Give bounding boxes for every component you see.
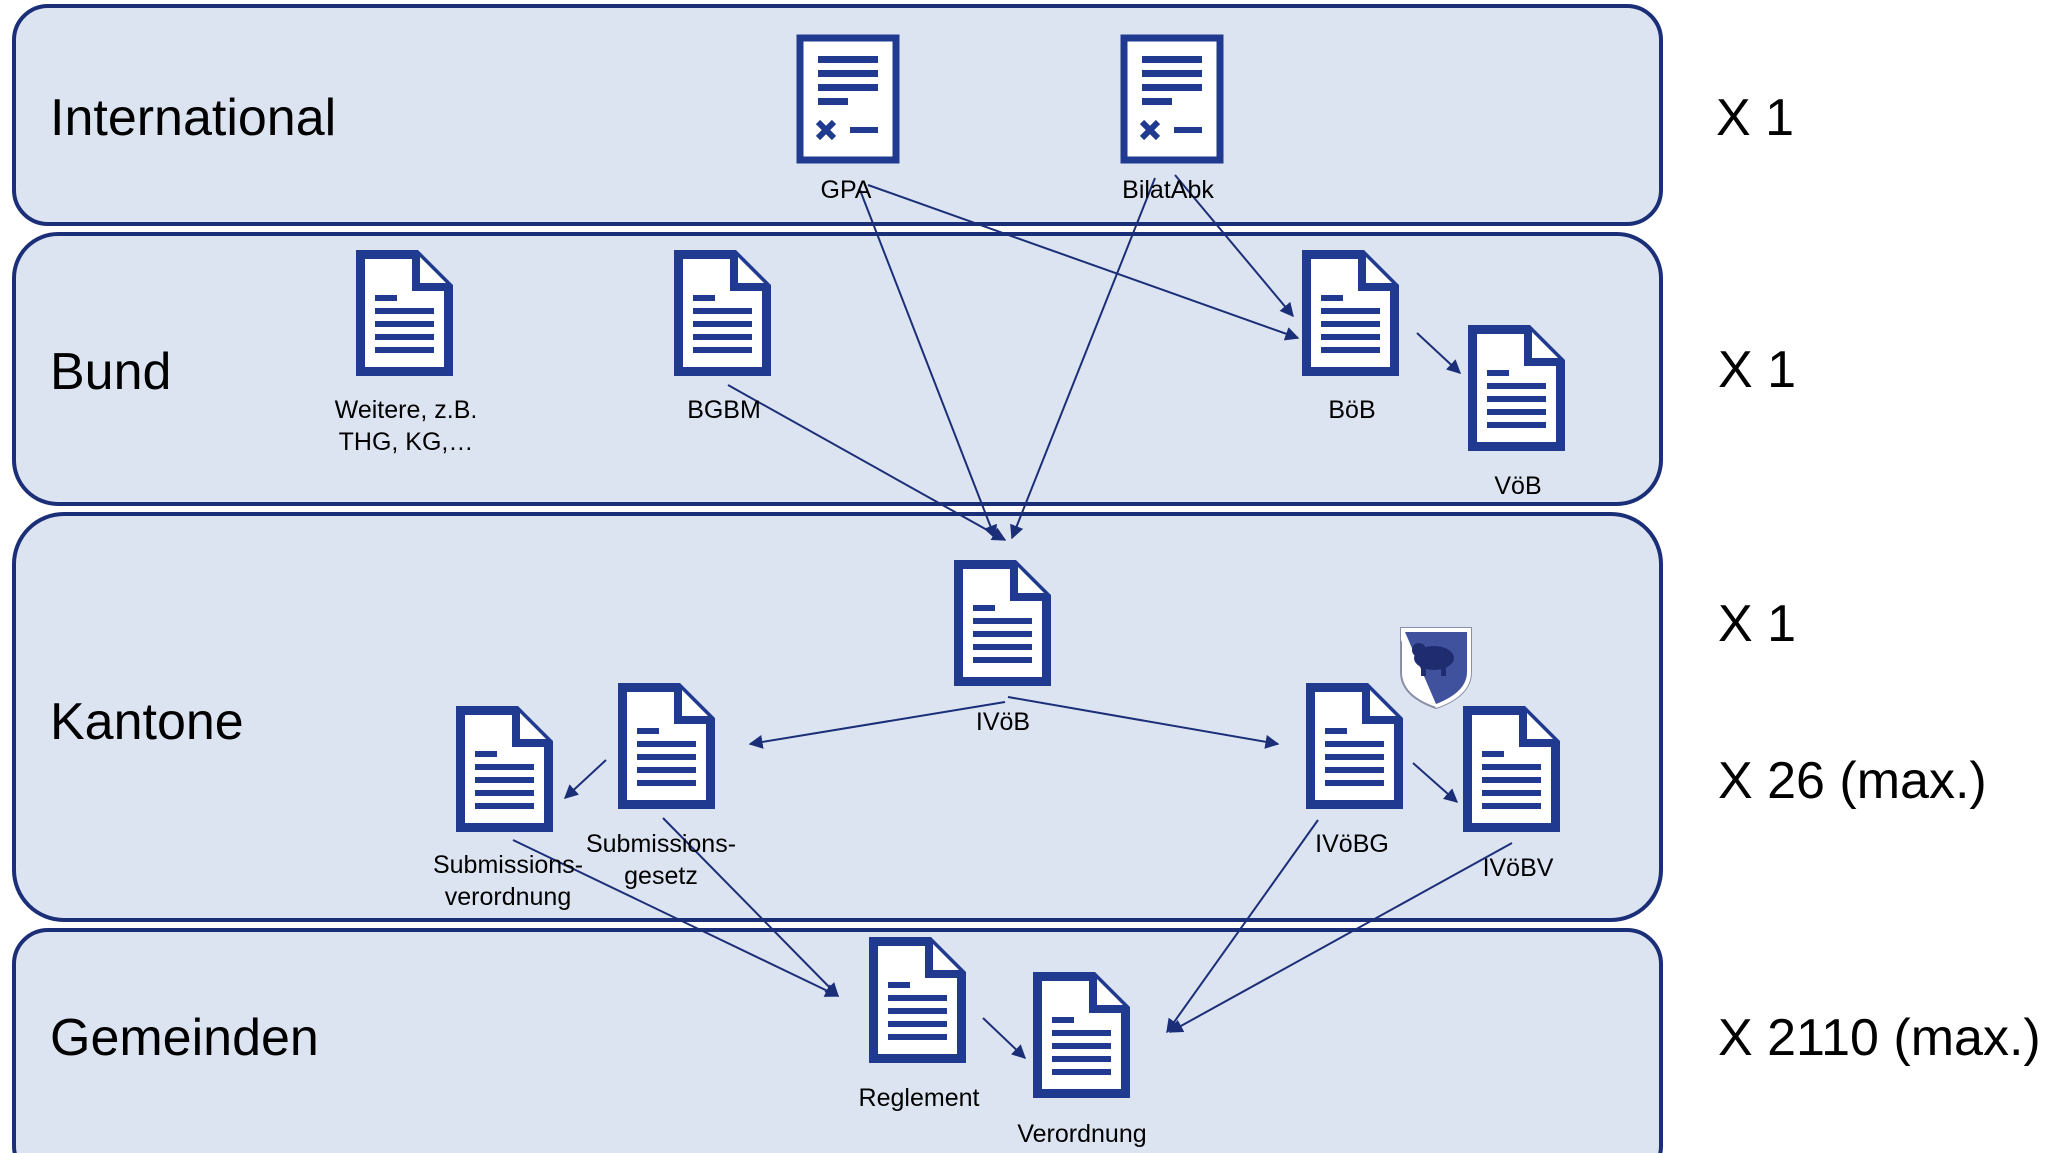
- arrow-bgbm-ivoeb: [727, 384, 1007, 541]
- arrow-boeb-voeb: [1416, 332, 1462, 374]
- label-voeb: VöB: [1494, 472, 1542, 500]
- level-label-kantone: Kantone: [50, 693, 244, 751]
- bern-coat-of-arms-icon: [1400, 627, 1472, 710]
- document-icon: [1306, 683, 1403, 809]
- arrow-subg-subv: [563, 759, 607, 799]
- documents: [356, 250, 1565, 1098]
- level-label-gemeinden: Gemeinden: [50, 1009, 319, 1067]
- label-boeb: BöB: [1328, 396, 1376, 424]
- count-gemeinden-max: X 2110 (max.): [1718, 1009, 2041, 1067]
- count-international: X 1: [1716, 89, 1795, 147]
- document-icon: [1468, 325, 1565, 451]
- arrows: [512, 174, 1513, 1059]
- document-icon: [456, 706, 553, 832]
- label-ivoeb: IVöB: [975, 708, 1031, 736]
- label-bilatabk: BilatAbk: [1122, 176, 1214, 204]
- arrow-subg-reglement: [662, 817, 839, 997]
- treaty-document-icon: [796, 34, 900, 164]
- label-ivoebv: IVöBV: [1482, 854, 1554, 882]
- label-subv-line1: Submissions-: [432, 851, 584, 879]
- arrow-ivoeb-ivoebg: [1007, 696, 1280, 749]
- label-bgbm: BGBM: [687, 396, 761, 424]
- arrow-ivoebg-ivoebv: [1412, 762, 1459, 803]
- label-subg: Submissions- gesetz: [586, 828, 736, 892]
- document-icon: [356, 250, 453, 376]
- count-kantone-max: X 26 (max.): [1718, 752, 1987, 810]
- label-weitere-line1: Weitere, z.B.: [334, 396, 478, 424]
- label-weitere: Weitere, z.B. THG, KG,…: [335, 394, 478, 458]
- arrow-gpa-boeb: [867, 184, 1300, 341]
- arrow-bilatabk-boeb: [1174, 174, 1294, 318]
- arrow-ivoebg-verordnung: [1166, 819, 1319, 1034]
- label-subg-line2: gesetz: [624, 862, 698, 890]
- arrow-subv-reglement: [512, 839, 840, 997]
- label-verordnung: Verordnung: [1017, 1120, 1147, 1148]
- arrow-gpa-ivoeb: [859, 189, 997, 540]
- document-icon: [618, 683, 715, 809]
- band-kantone: [12, 512, 1663, 922]
- label-subv-line2: verordnung: [444, 883, 572, 911]
- level-label-bund: Bund: [50, 343, 172, 401]
- band-bund: [12, 232, 1663, 506]
- arrow-ivoebv-verordnung: [1168, 842, 1513, 1033]
- document-icon: [1302, 250, 1399, 376]
- label-ivoebg: IVöBG: [1315, 830, 1389, 858]
- document-icon: [954, 560, 1051, 686]
- count-kantone-single: X 1: [1718, 595, 1797, 653]
- document-icon: [1033, 972, 1130, 1098]
- label-gpa: GPA: [820, 176, 872, 204]
- label-subg-line1: Submissions-: [585, 830, 737, 858]
- level-label-international: International: [50, 89, 337, 147]
- document-icon: [1463, 706, 1560, 832]
- arrow-ivoeb-subg: [748, 701, 1006, 749]
- arrow-reglement-verordnung: [982, 1017, 1027, 1059]
- count-bund: X 1: [1718, 341, 1797, 399]
- label-reglement: Reglement: [858, 1084, 980, 1112]
- document-icon: [869, 937, 966, 1063]
- document-icon: [674, 250, 771, 376]
- band-gemeinden: [12, 928, 1663, 1153]
- label-subv: Submissions- verordnung: [433, 849, 583, 913]
- treaty-document-icon: [1120, 34, 1224, 164]
- arrow-bilatabk-ivoeb: [1010, 177, 1156, 540]
- label-weitere-line2: THG, KG,…: [338, 428, 474, 456]
